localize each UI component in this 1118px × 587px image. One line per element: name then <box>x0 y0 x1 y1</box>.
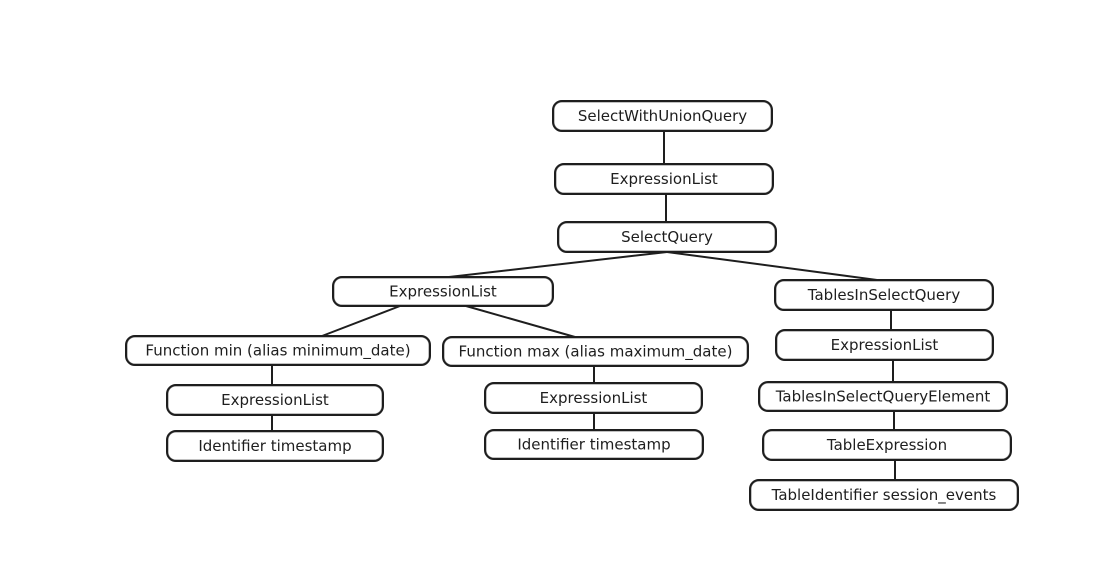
tree-node-box-sketch-stroke <box>485 383 702 413</box>
tree-node-identifier-timestamp-min: Identifier timestamp <box>166 430 384 462</box>
tree-node-label: Identifier timestamp <box>517 436 670 454</box>
tree-node-box <box>749 479 1019 511</box>
tree-node-label: TablesInSelectQueryElement <box>775 388 991 406</box>
tree-node-label: ExpressionList <box>831 336 939 354</box>
tree-node-box <box>125 335 431 366</box>
tree-node-label: SelectWithUnionQuery <box>578 107 747 125</box>
tree-node-tables-in-select-query: TablesInSelectQuery <box>774 279 994 311</box>
tree-node-box-sketch-stroke <box>775 280 993 310</box>
tree-node-box <box>166 430 384 462</box>
tree-node-tables-in-select-query-element: TablesInSelectQueryElement <box>758 381 1008 412</box>
tree-node-box <box>442 336 749 367</box>
tree-node-label: SelectQuery <box>621 228 713 246</box>
tree-node-box-sketch-stroke <box>776 330 993 360</box>
tree-node-box <box>166 384 384 416</box>
tree-node-box-sketch-stroke <box>126 336 430 365</box>
tree-node-expression-list-min: ExpressionList <box>166 384 384 416</box>
tree-node-box <box>552 100 773 132</box>
tree-node-function-min: Function min (alias minimum_date) <box>125 335 431 366</box>
tree-node-select-with-union-query: SelectWithUnionQuery <box>552 100 773 132</box>
tree-node-box-sketch-stroke <box>750 480 1018 510</box>
tree-node-label: Identifier timestamp <box>198 437 351 455</box>
tree-node-expression-list-top: ExpressionList <box>554 163 774 195</box>
tree-node-box-sketch-stroke <box>485 430 703 459</box>
tree-node-label: Function min (alias minimum_date) <box>145 342 410 361</box>
tree-node-box <box>758 381 1008 412</box>
tree-node-box-sketch-stroke <box>333 277 553 306</box>
tree-node-select-query: SelectQuery <box>557 221 777 253</box>
tree-node-box-sketch-stroke <box>759 382 1007 411</box>
tree-node-identifier-timestamp-max: Identifier timestamp <box>484 429 704 460</box>
tree-node-box-sketch-stroke <box>555 164 773 194</box>
tree-node-box <box>774 279 994 311</box>
tree-node-label: ExpressionList <box>221 391 329 409</box>
tree-node-box <box>332 276 554 307</box>
tree-node-table-identifier: TableIdentifier session_events <box>749 479 1019 511</box>
tree-node-label: TableIdentifier session_events <box>771 486 997 505</box>
tree-node-label: ExpressionList <box>540 389 648 407</box>
tree-node-box <box>775 329 994 361</box>
tree-node-expression-list-max: ExpressionList <box>484 382 703 414</box>
tree-node-box-sketch-stroke <box>167 431 383 461</box>
tree-edge-expression-list-select-to-function-min <box>321 305 401 337</box>
tree-edge-select-query-to-expression-list-select <box>448 251 668 278</box>
tree-node-label: TableExpression <box>826 436 947 454</box>
tree-node-label: ExpressionList <box>610 170 718 188</box>
tree-node-box-sketch-stroke <box>553 101 772 131</box>
tree-node-function-max: Function max (alias maximum_date) <box>442 336 749 367</box>
tree-edge-expression-list-select-to-function-max <box>465 305 576 338</box>
tree-node-label: Function max (alias maximum_date) <box>459 343 733 362</box>
tree-node-table-expression: TableExpression <box>762 429 1012 461</box>
tree-node-box-sketch-stroke <box>443 337 748 366</box>
tree-node-box <box>557 221 777 253</box>
tree-node-box-sketch-stroke <box>167 385 383 415</box>
tree-node-box-sketch-stroke <box>763 430 1011 460</box>
tree-node-box <box>484 429 704 460</box>
tree-node-expression-list-select: ExpressionList <box>332 276 554 307</box>
tree-node-box <box>762 429 1012 461</box>
tree-node-expression-list-tables: ExpressionList <box>775 329 994 361</box>
tree-node-box-sketch-stroke <box>558 222 776 252</box>
tree-node-box <box>554 163 774 195</box>
tree-node-box <box>484 382 703 414</box>
tree-node-label: ExpressionList <box>389 283 497 301</box>
tree-node-label: TablesInSelectQuery <box>807 286 961 304</box>
tree-edge-select-query-to-tables-in-select-query <box>666 251 878 281</box>
